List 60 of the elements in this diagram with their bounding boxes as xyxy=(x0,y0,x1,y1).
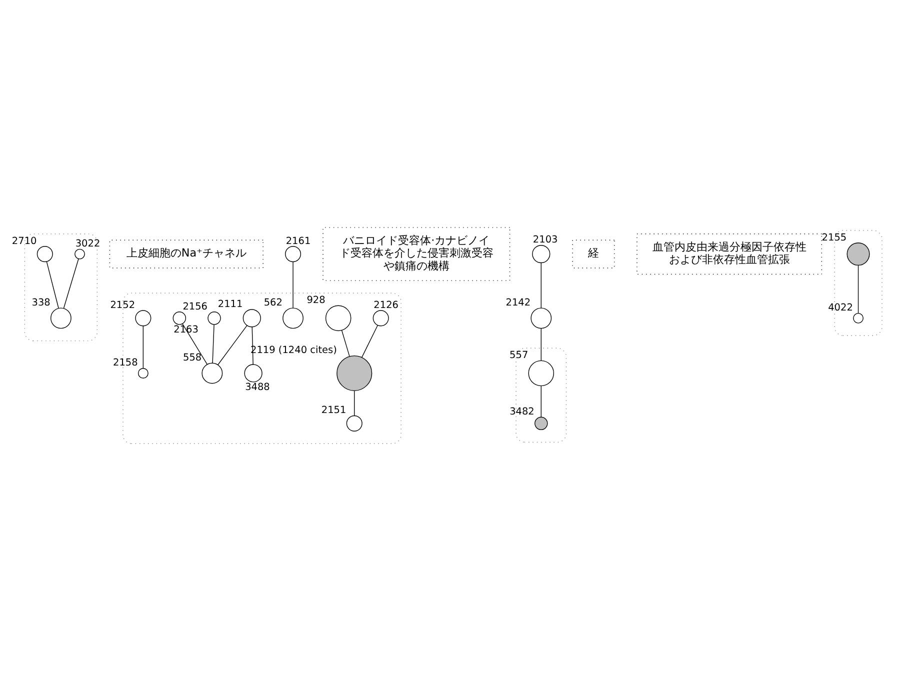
node-circle xyxy=(202,362,223,384)
node-circle xyxy=(532,244,550,263)
node-circle xyxy=(244,364,262,382)
node-label: 2152 xyxy=(110,299,136,310)
connector xyxy=(46,260,59,308)
node-label: 562 xyxy=(264,296,282,308)
connector xyxy=(540,385,542,417)
node-circle xyxy=(846,242,870,266)
connector xyxy=(218,324,248,365)
node-circle xyxy=(285,246,302,262)
connector xyxy=(142,325,144,368)
node-label: 3482 xyxy=(510,406,534,418)
node-label: 2142 xyxy=(506,296,531,308)
node-circle xyxy=(325,304,352,331)
node-label: 2111 xyxy=(218,298,243,310)
node-label: 3022 xyxy=(75,238,100,250)
connector xyxy=(212,324,214,363)
node-circle xyxy=(336,354,372,391)
connector xyxy=(252,326,254,364)
connector xyxy=(858,264,859,313)
node-box: 経 xyxy=(572,239,615,268)
node-label: 558 xyxy=(183,352,202,363)
connector xyxy=(341,329,350,356)
node-label: 2161 xyxy=(286,235,311,246)
node-label: 2156 xyxy=(182,300,208,312)
node-circle xyxy=(853,312,864,323)
node-label: 557 xyxy=(510,350,528,361)
node-label: 2103 xyxy=(532,234,558,246)
connector xyxy=(292,261,294,308)
node-circle xyxy=(282,307,304,328)
node-circle xyxy=(36,246,53,262)
node-label: 3488 xyxy=(245,381,270,392)
node-circle xyxy=(50,307,72,328)
node-box: バニロイド受容体·カナビノイド受容体を介した侵害刺激受容や鎮痛の機構 xyxy=(322,226,510,280)
node-label: 338 xyxy=(32,296,50,308)
connector xyxy=(63,258,79,308)
node-label: 928 xyxy=(306,294,326,306)
node-circle xyxy=(530,307,552,328)
node-label: 2155 xyxy=(822,232,847,243)
node-box: 上皮細胞のNa⁺チャネル xyxy=(109,239,264,268)
node-circle xyxy=(372,310,389,326)
node-label: 2158 xyxy=(112,357,138,368)
node-circle xyxy=(138,368,148,378)
node-circle xyxy=(135,310,152,326)
node-circle xyxy=(172,311,186,324)
node-box: 血管内皮由来過分極因子依存性および非依存性血管拡張 xyxy=(636,233,822,274)
node-label: 2126 xyxy=(374,299,398,310)
node-circle xyxy=(534,416,548,430)
connector xyxy=(361,324,378,358)
node-label: 4022 xyxy=(828,302,853,314)
node-circle xyxy=(346,414,362,431)
node-circle xyxy=(74,248,85,259)
node-circle xyxy=(242,308,261,327)
node-circle xyxy=(208,311,221,324)
connector xyxy=(540,328,542,360)
node-label: 2710 xyxy=(12,235,37,246)
connector xyxy=(540,262,542,308)
connector xyxy=(354,390,355,416)
node-label: 2151 xyxy=(321,404,346,416)
node-circle xyxy=(528,360,554,386)
